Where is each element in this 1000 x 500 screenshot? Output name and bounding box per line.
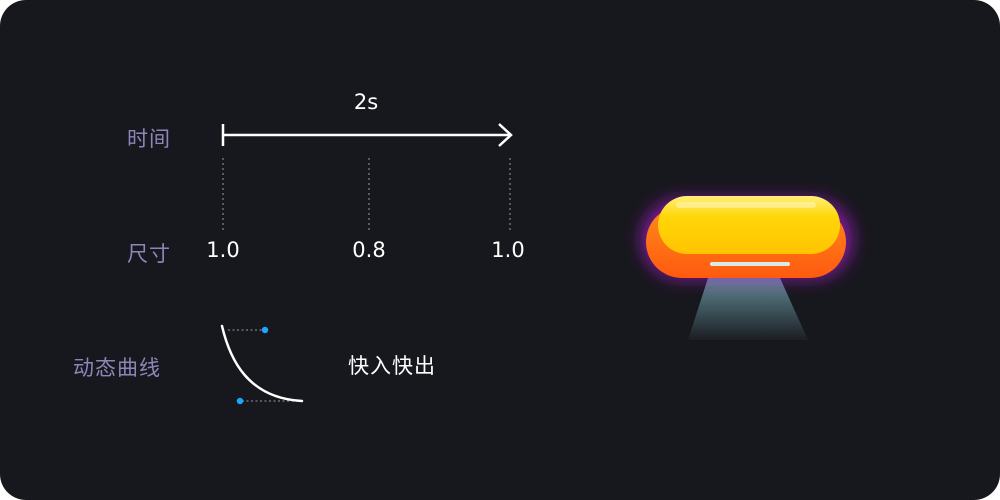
curve-name: 快入快出 xyxy=(348,354,436,378)
light-beam xyxy=(688,278,808,340)
time-label: 时间 xyxy=(127,127,171,151)
button-highlight xyxy=(676,202,816,208)
control-point-bottom xyxy=(236,397,244,405)
size-value-start: 1.0 xyxy=(206,238,240,262)
curve-label: 动态曲线 xyxy=(73,356,161,380)
button-preview xyxy=(642,196,852,340)
timeline-arrow xyxy=(221,123,513,147)
button-shine-bar xyxy=(710,262,790,266)
duration-value: 2s xyxy=(353,90,379,114)
size-value-end: 1.0 xyxy=(491,238,525,262)
control-point-top xyxy=(261,326,269,334)
easing-curve xyxy=(220,324,304,405)
button-top xyxy=(658,196,840,254)
size-label: 尺寸 xyxy=(127,242,171,266)
size-value-middle: 0.8 xyxy=(352,238,386,262)
